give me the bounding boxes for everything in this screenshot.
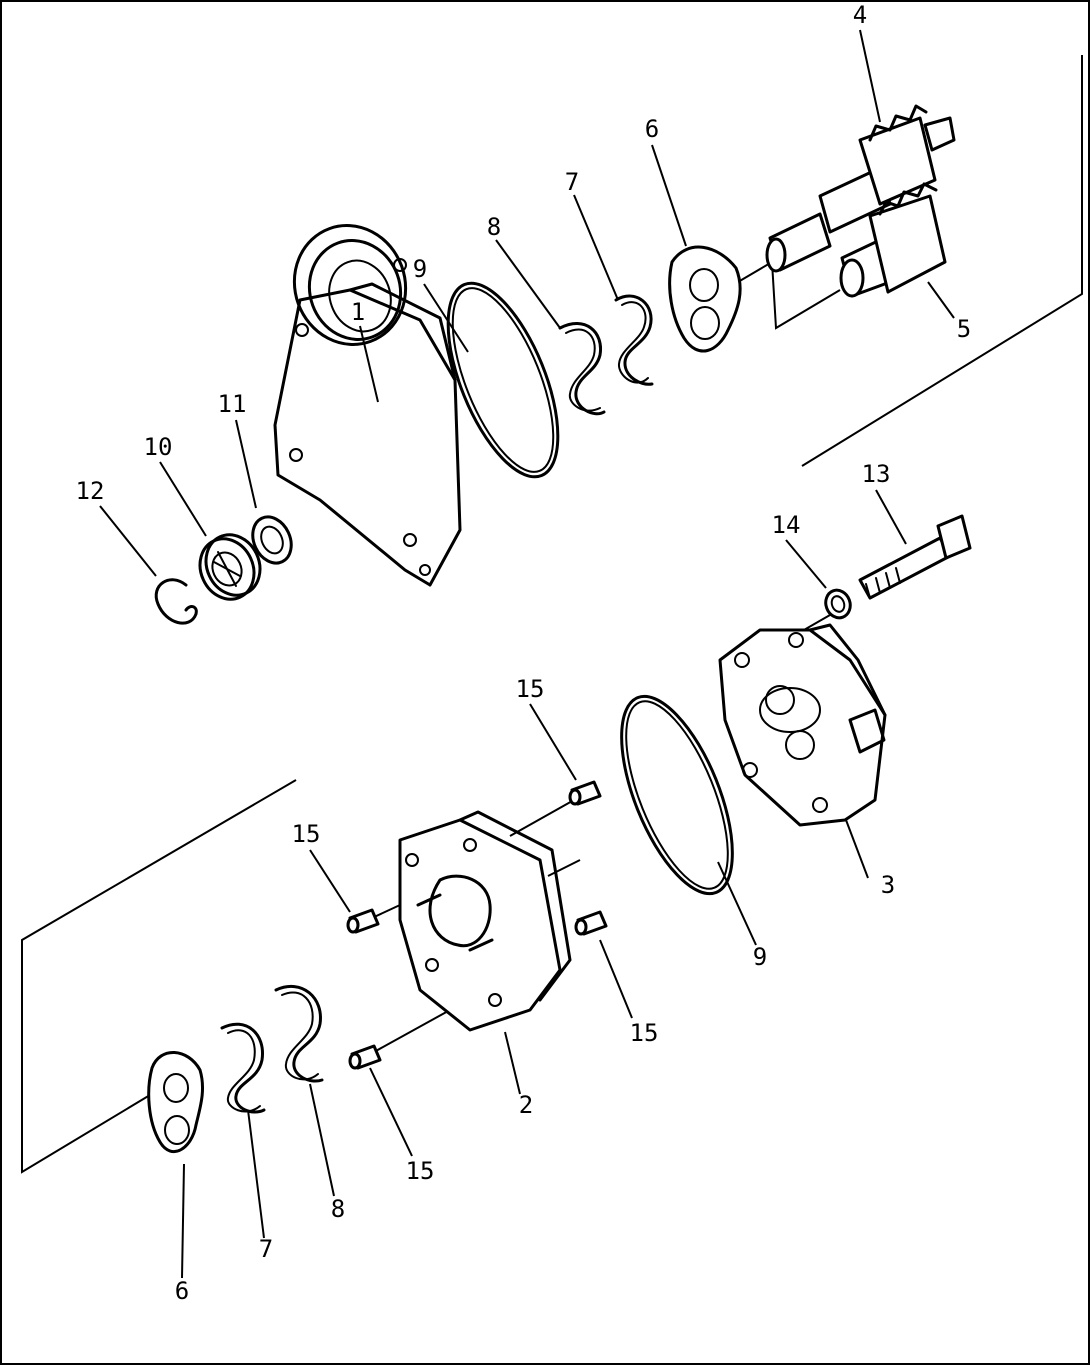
seal-8-lower bbox=[274, 984, 324, 1083]
gear-housing-2 bbox=[398, 810, 572, 1032]
callout-15-b: 15 bbox=[292, 820, 321, 848]
bolt-13 bbox=[858, 514, 972, 600]
callout-9-lower: 9 bbox=[753, 943, 767, 971]
o-ring-9-lower bbox=[620, 694, 734, 896]
bushing-6-lower bbox=[147, 1051, 204, 1154]
dowel-pin-15-d bbox=[348, 1044, 382, 1070]
dowel-pin-15-b bbox=[346, 908, 380, 934]
callout-1: 1 bbox=[351, 298, 365, 326]
washer-14 bbox=[824, 588, 852, 620]
snap-ring-12 bbox=[154, 578, 198, 625]
callout-11: 11 bbox=[218, 390, 247, 418]
callout-12: 12 bbox=[76, 477, 105, 505]
callout-6-upper: 6 bbox=[645, 115, 659, 143]
callout-4: 4 bbox=[853, 1, 867, 29]
callout-6-lower: 6 bbox=[175, 1277, 189, 1305]
callout-5: 5 bbox=[957, 315, 971, 343]
dowel-pin-15-c bbox=[574, 910, 608, 936]
alignment-lines bbox=[21, 55, 1083, 1174]
driven-gear-5 bbox=[839, 182, 947, 298]
callout-7-upper: 7 bbox=[565, 168, 579, 196]
dowel-pin-15-a bbox=[568, 780, 602, 806]
drive-gear-shaft-4 bbox=[765, 104, 956, 273]
callout-9-upper: 9 bbox=[413, 255, 427, 283]
front-cover-1 bbox=[273, 224, 462, 587]
callout-15-d: 15 bbox=[406, 1157, 435, 1185]
callout-15-a: 15 bbox=[516, 675, 545, 703]
leader-lines bbox=[99, 29, 955, 1279]
rear-cover-3 bbox=[718, 623, 887, 827]
washer-11 bbox=[251, 515, 293, 565]
callout-14: 14 bbox=[772, 511, 801, 539]
callout-2: 2 bbox=[519, 1091, 533, 1119]
callout-numbers: 4 6 7 8 9 1 5 11 10 13 12 14 15 15 3 9 1… bbox=[76, 1, 972, 1305]
callout-15-c: 15 bbox=[630, 1019, 659, 1047]
callout-10: 10 bbox=[144, 433, 173, 461]
callout-13: 13 bbox=[862, 460, 891, 488]
callout-3: 3 bbox=[881, 871, 895, 899]
bushing-6-upper bbox=[668, 245, 742, 353]
o-ring-9-upper bbox=[446, 281, 560, 479]
callout-8-upper: 8 bbox=[487, 213, 501, 241]
seal-8-upper bbox=[558, 322, 606, 416]
bearing-10 bbox=[198, 533, 262, 601]
seal-7-upper bbox=[614, 294, 654, 386]
callout-8-lower: 8 bbox=[331, 1195, 345, 1223]
seal-7-lower bbox=[220, 1022, 266, 1114]
callout-7-lower: 7 bbox=[259, 1235, 273, 1263]
